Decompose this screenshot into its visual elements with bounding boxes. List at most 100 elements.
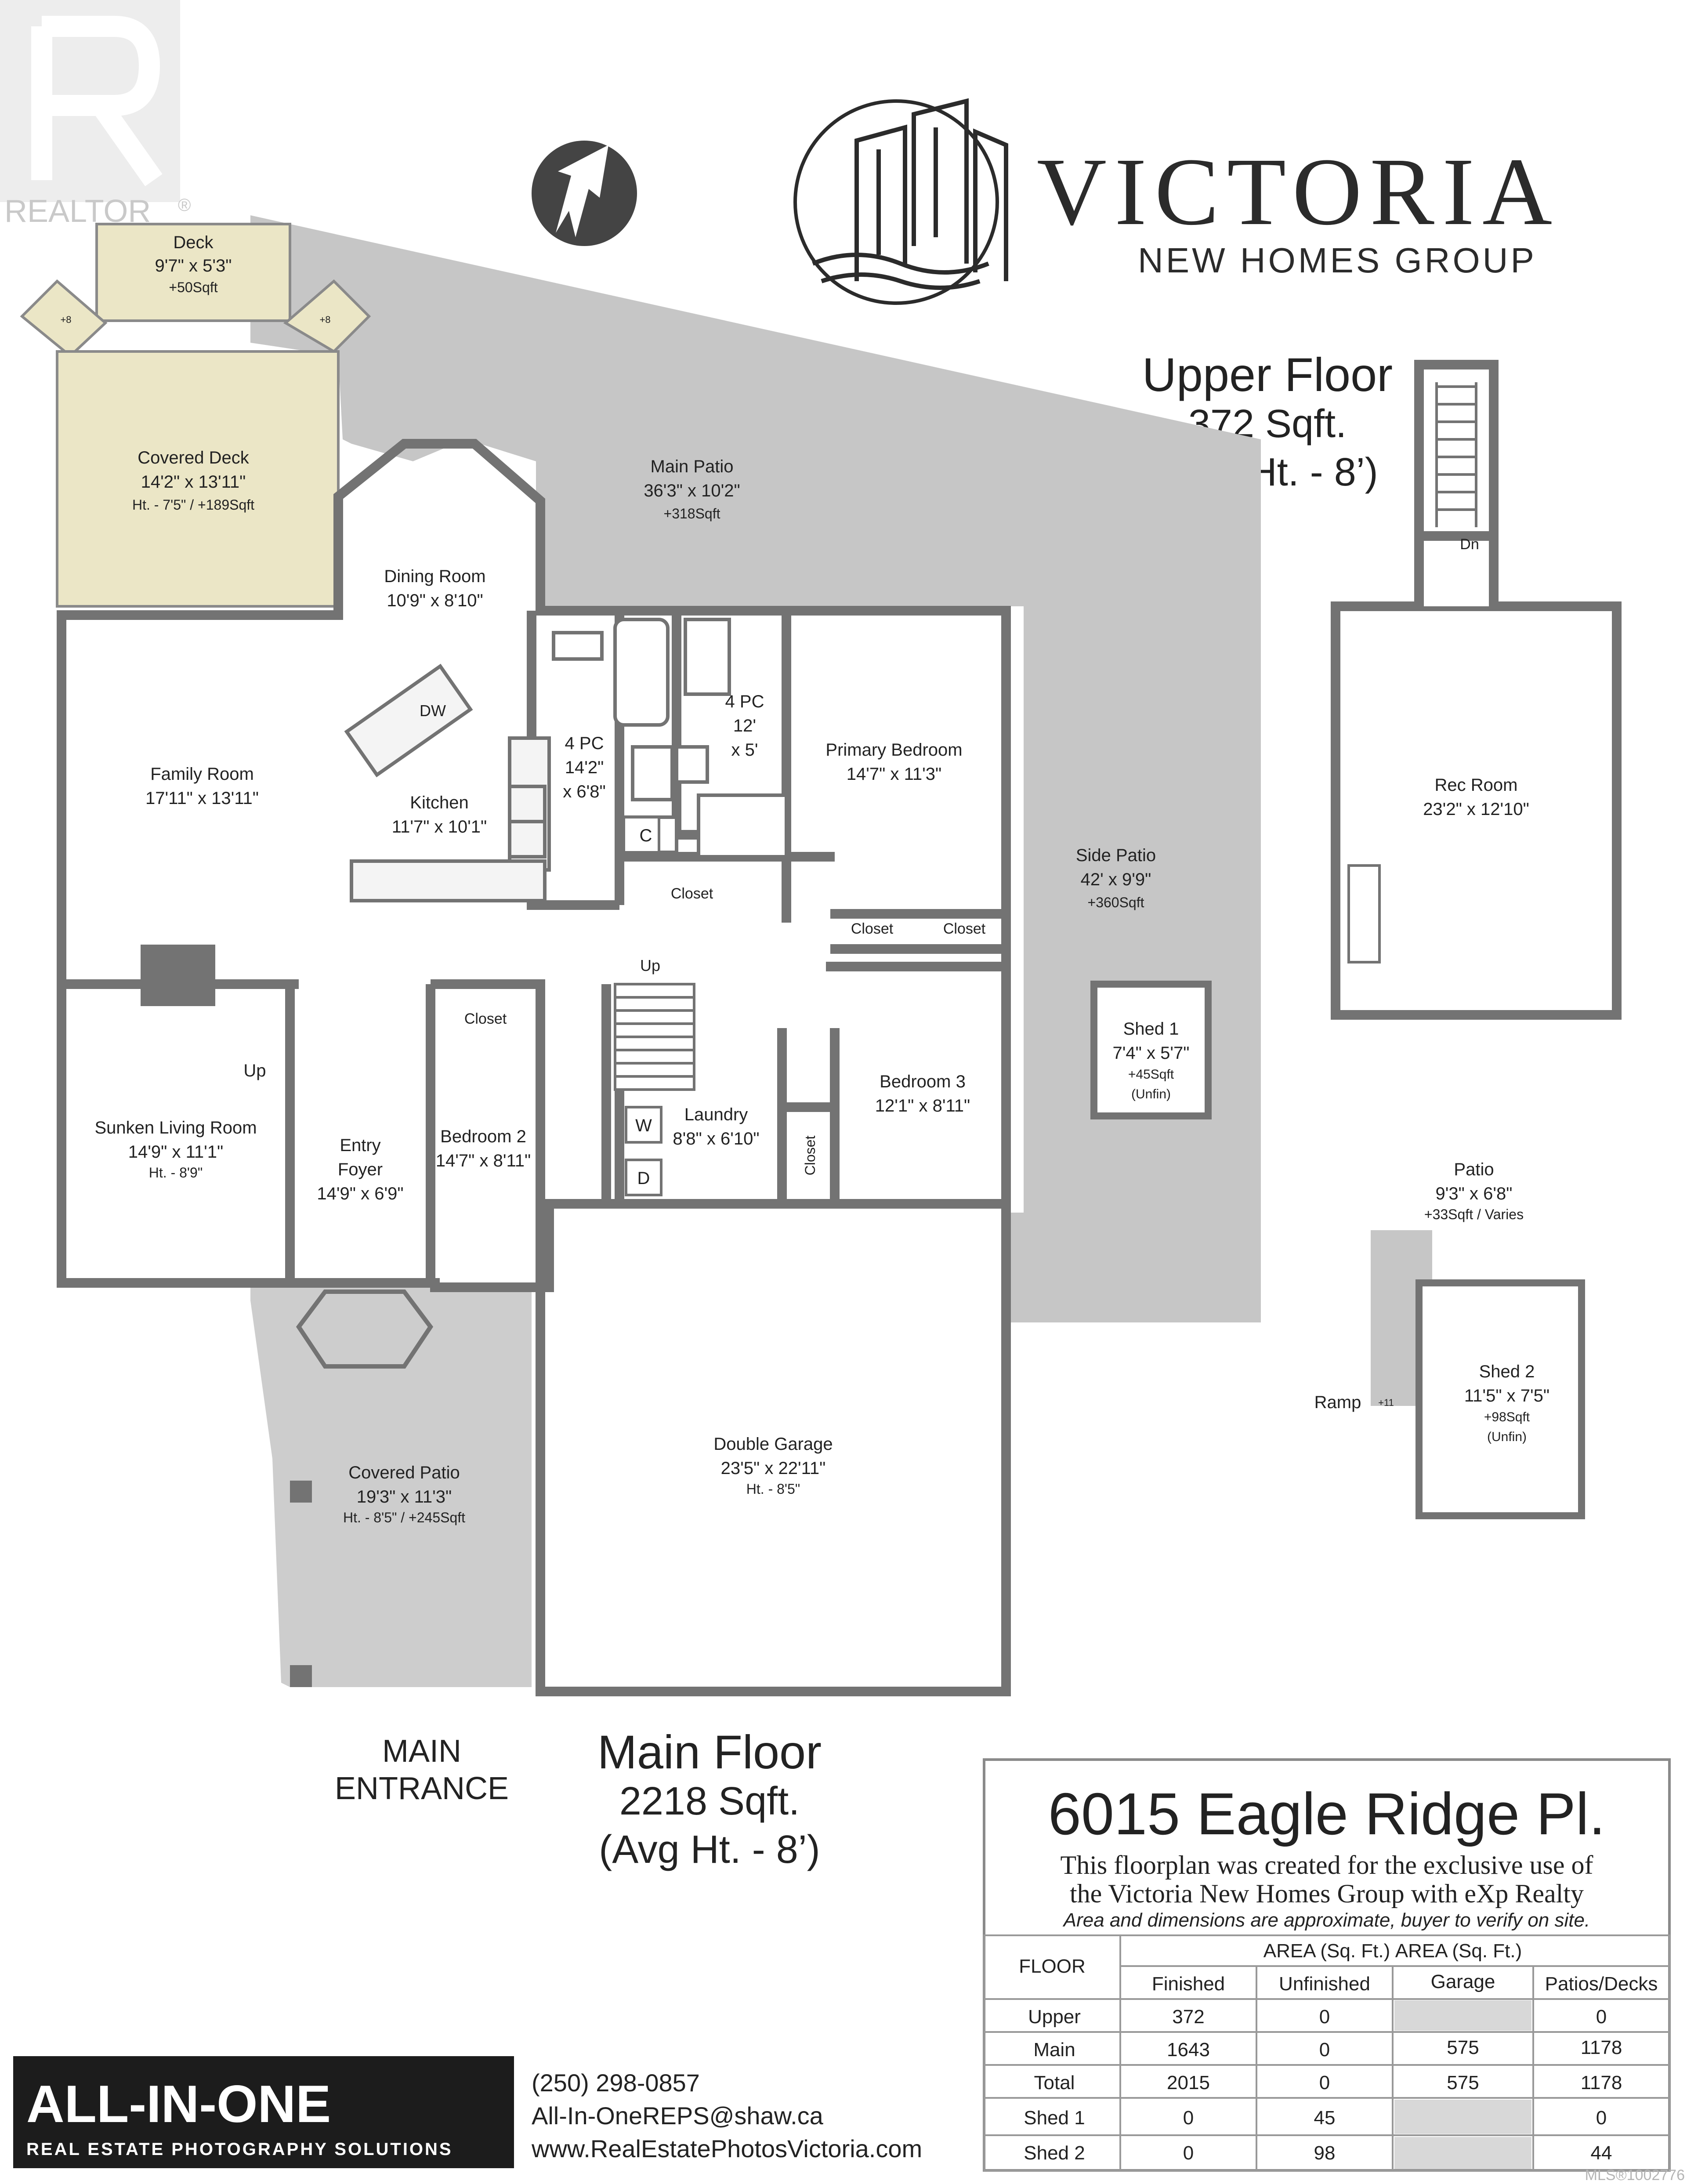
washer-box: [625, 1106, 662, 1144]
north-arrow-icon: [532, 141, 637, 246]
shed2-dim: 11'5" x 7'5": [1464, 1386, 1549, 1405]
closet-c-label: C: [640, 826, 652, 845]
photographer-website: www.RealEstatePhotosVictoria.com: [531, 2135, 922, 2162]
covered-deck-name: Covered Deck: [138, 448, 249, 467]
table-cell: 44: [1591, 2142, 1612, 2164]
table-cell: 98: [1314, 2142, 1336, 2164]
shed1-note2: (Unfin): [1131, 1087, 1171, 1101]
kitchen-name: Kitchen: [410, 793, 468, 812]
table-cell: 0: [1183, 2107, 1194, 2129]
table-row-floor: Shed 1: [1024, 2107, 1085, 2129]
table-group-header-2: AREA (Sq. Ft.): [1395, 1940, 1522, 1962]
foyer-name2: Foyer: [338, 1160, 383, 1179]
main-stairs: [614, 983, 695, 1091]
bed3-dim: 12'1" x 8'11": [875, 1096, 970, 1116]
primary-name: Primary Bedroom: [825, 740, 962, 760]
patio-post-2: [290, 1665, 312, 1687]
sunken-dim: 14'9" x 11'1": [128, 1142, 223, 1162]
table-col-patios: Patios/Decks: [1545, 1973, 1658, 1995]
photographer-logo: [13, 2056, 514, 2168]
side-patio-dim: 42' x 9'9": [1081, 870, 1151, 889]
dryer-label: D: [637, 1169, 650, 1188]
property-address: 6015 Eagle Ridge Pl.: [1048, 1781, 1605, 1847]
primary-dim: 14'7" x 11'3": [847, 764, 941, 784]
shed1-outline: [1090, 981, 1212, 1119]
washer-label: W: [635, 1116, 652, 1135]
table-cell: 0: [1596, 2006, 1607, 2028]
covered-deck-dim: 14'2" x 13'11": [141, 472, 246, 492]
bath2-dim1: 12': [733, 716, 756, 735]
table-cell: 1178: [1581, 2037, 1622, 2058]
table-floor-header: FLOOR: [1019, 1956, 1086, 1977]
dining-name: Dining Room: [384, 567, 485, 586]
table-row-floor: Total: [1034, 2072, 1075, 2093]
table-cell: 0: [1183, 2142, 1194, 2164]
side-patio-name: Side Patio: [1076, 846, 1156, 865]
main-entrance-line2: ENTRANCE: [335, 1771, 509, 1806]
shed2-note2: (Unfin): [1487, 1430, 1527, 1444]
deck-name: Deck: [173, 233, 214, 252]
primary-closet-1-label: Closet: [851, 920, 894, 937]
ramp-step-label: +11: [1378, 1397, 1394, 1408]
closet-c-box: [623, 816, 660, 854]
hall-closet-label: Closet: [671, 885, 713, 902]
dryer-box: [625, 1159, 662, 1196]
patio-dim: 9'3" x 6'8": [1436, 1184, 1513, 1203]
covered-patio-octagon: [296, 1289, 434, 1369]
bed2-closet-label: Closet: [464, 1011, 507, 1027]
table-cell: 0: [1319, 2072, 1330, 2093]
photographer-email: All-In-OneREPS@shaw.ca: [532, 2102, 824, 2130]
table-cell: 0: [1596, 2107, 1607, 2129]
table-col-finished: Finished: [1152, 1973, 1225, 1995]
bath1-dim2: x 6'8": [563, 782, 605, 801]
info-box: [983, 1758, 1671, 2172]
side-patio-note: +360Sqft: [1088, 895, 1144, 910]
table-cell: 0: [1319, 2006, 1330, 2028]
main-floor-height: (Avg Ht. - 8’): [599, 1828, 820, 1872]
shed1-note: +45Sqft: [1128, 1067, 1174, 1082]
patio-name: Patio: [1454, 1160, 1494, 1179]
bath1-name: 4 PC: [565, 734, 604, 753]
upper-dn-label: Dn: [1460, 536, 1479, 553]
shed1-dim: 7'4" x 5'7": [1113, 1043, 1190, 1063]
table-group-header-1: AREA (Sq. Ft.): [1263, 1940, 1390, 1962]
photographer-logo-sub: REAL ESTATE PHOTOGRAPHY SOLUTIONS: [26, 2140, 453, 2159]
family-dim: 17'11" x 13'11": [145, 789, 259, 808]
main-floor-walls: [57, 439, 1011, 1696]
table-cell: 2015: [1167, 2072, 1210, 2093]
table-row-floor: Main: [1033, 2039, 1075, 2061]
deck-dim: 9'7" x 5'3": [155, 256, 232, 275]
kitchen-fixtures: [344, 663, 551, 902]
shed2-name: Shed 2: [1479, 1362, 1535, 1381]
deck-step-label-right: +8: [319, 314, 330, 325]
covered-patio-area: [250, 1287, 532, 1687]
stairs-up-label: Up: [640, 956, 660, 974]
shed2-note: +98Sqft: [1484, 1410, 1530, 1424]
foyer-name1: Entry: [340, 1136, 380, 1155]
bed2-dim: 14'7" x 8'11": [436, 1151, 531, 1170]
bath2-name: 4 PC: [725, 692, 764, 711]
sunken-up-label: Up: [243, 1061, 266, 1080]
main-floor-title: Main Floor: [597, 1725, 822, 1778]
deck-step-label-left: +8: [60, 314, 71, 325]
primary-closet-2-label: Closet: [943, 920, 986, 937]
shed2-garage-blank-cell: [1394, 2137, 1531, 2169]
fireplace-icon: [141, 945, 215, 1006]
bed3-name: Bedroom 3: [880, 1072, 966, 1091]
covered-deck-note: Ht. - 7'5" / +189Sqft: [132, 497, 254, 513]
deck-note: +50Sqft: [169, 279, 217, 295]
table-row-floor: Upper: [1028, 2006, 1081, 2028]
kitchen-dim: 11'7" x 10'1": [392, 817, 487, 837]
deck-step-left: [20, 279, 108, 358]
bed2-name: Bedroom 2: [440, 1127, 526, 1146]
photographer-phone: (250) 298-0857: [532, 2069, 700, 2097]
bath2-dim2: x 5': [731, 740, 758, 760]
room-labels: Deck 9'7" x 5'3" +50Sqft +8 +8 Covered D…: [60, 233, 1549, 1525]
main-patio-area: [250, 215, 1261, 1322]
covered-patio-note: Ht. - 8'5" / +245Sqft: [343, 1510, 465, 1525]
table-cell: 45: [1314, 2107, 1336, 2129]
table-col-unfinished: Unfinished: [1279, 1973, 1370, 1995]
covered-patio-name: Covered Patio: [348, 1463, 460, 1482]
upper-garage-blank-cell: [1394, 2000, 1531, 2031]
victoria-building-logo-icon: [793, 98, 1008, 305]
